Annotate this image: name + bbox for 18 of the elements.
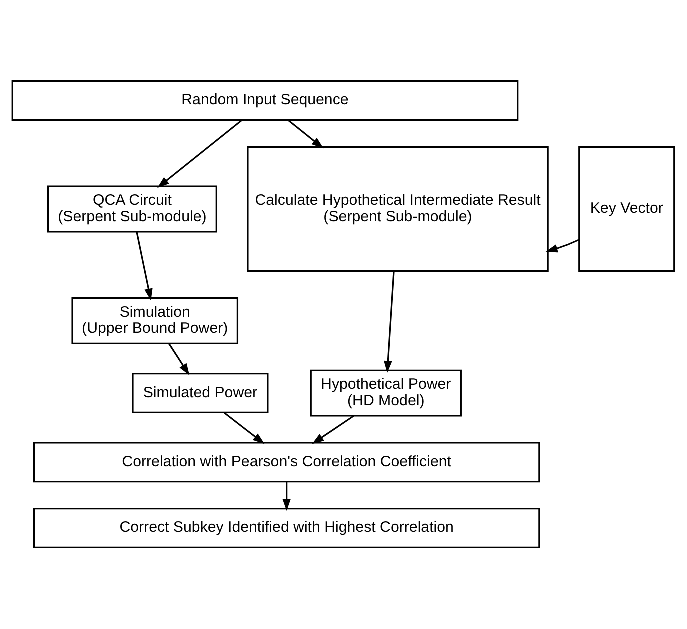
arrow [288, 120, 324, 149]
node-box: Calculate Hypothetical Intermediate Result (Serpent Sub-module) [247, 146, 549, 272]
node-box: Key Vector [578, 146, 676, 272]
node-box: Correct Subkey Identified with Highest Correlation [33, 508, 540, 548]
node-box: Correlation with Pearson's Correlation Coefficient [33, 442, 540, 483]
arrow [312, 415, 354, 444]
node-box: Random Input Sequence [12, 80, 519, 121]
arrow [168, 343, 190, 376]
arrow [384, 271, 395, 374]
arrow [224, 412, 265, 444]
node-box: QCA Circuit (Serpent Sub-module) [47, 186, 218, 233]
arrow [158, 120, 243, 188]
node-box: Hypothetical Power (HD Model) [310, 370, 462, 417]
node-box: Simulated Power [132, 373, 269, 414]
node-box: Simulation (Upper Bound Power) [72, 298, 239, 344]
arrow [136, 232, 153, 301]
arrow [282, 482, 291, 512]
arrow [546, 239, 580, 253]
